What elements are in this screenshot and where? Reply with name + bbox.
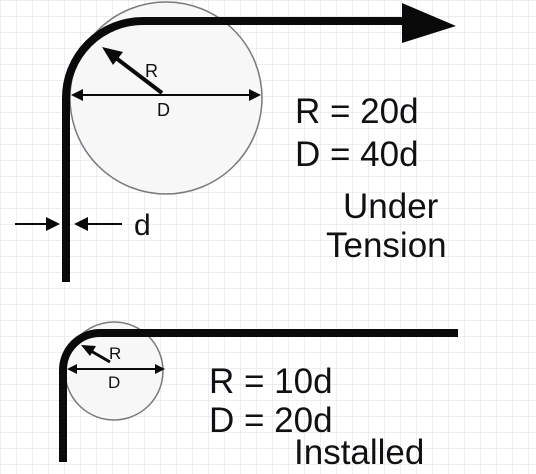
upper-diameter-arrow-right — [249, 89, 261, 101]
upper-radius-arrowhead — [102, 47, 123, 65]
upper-cable-arrowhead — [402, 3, 456, 43]
lower-diameter-arrow-right — [155, 364, 165, 374]
upper-radius-label: R — [145, 61, 158, 81]
lower-radius-label: R — [109, 344, 121, 363]
upper-diameter-arrow-left — [71, 89, 83, 101]
upper-state-line2: Tension — [326, 226, 447, 265]
upper-diameter-label: D — [157, 100, 170, 120]
upper-diameter-formula: D = 40d — [295, 135, 419, 174]
upper-radius-line — [114, 56, 164, 95]
lower-diagram: R D R = 10d D = 20d Installed — [59, 321, 458, 472]
thickness-label: d — [134, 209, 151, 242]
upper-radius-formula: R = 20d — [295, 92, 419, 131]
upper-state-line1: Under — [343, 187, 439, 226]
thickness-right-arrowhead — [74, 217, 88, 231]
lower-radius-line — [90, 349, 111, 364]
lower-state: Installed — [294, 433, 424, 472]
upper-diagram: R D d R = 20d D = 40d Under Tension — [15, 1, 456, 282]
lower-diameter-label: D — [108, 373, 120, 392]
lower-diameter-arrow-left — [67, 364, 77, 374]
lower-radius-formula: R = 10d — [209, 362, 333, 401]
upper-cable — [62, 17, 410, 282]
lower-radius-arrowhead — [81, 345, 96, 356]
lower-diameter-formula: D = 20d — [209, 401, 333, 440]
thickness-left-arrowhead — [46, 217, 60, 231]
lower-cable — [59, 329, 458, 462]
